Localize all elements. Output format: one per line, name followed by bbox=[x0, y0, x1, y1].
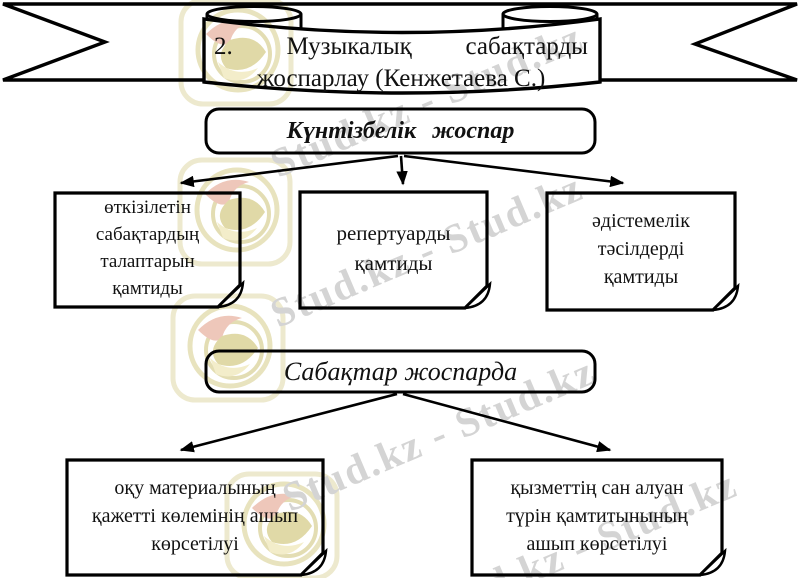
note-box-5 bbox=[470, 458, 727, 577]
banner-title-word2: сабақтарды bbox=[465, 33, 588, 60]
calendar-plan-heading: Күнтізбелік жоспар bbox=[286, 118, 515, 144]
note-1-text: өткізілетін сабақтардың талаптарын қамти… bbox=[95, 197, 200, 299]
banner-title-line1: 2. Музыкалық сабақтарды bbox=[214, 31, 588, 63]
banner-item-number: 2. bbox=[214, 33, 233, 60]
note-box-3 bbox=[545, 191, 740, 312]
arrow-to-note-5 bbox=[402, 392, 612, 453]
arrow-to-note-2 bbox=[396, 155, 408, 186]
banner-title-line2: жоспарлау (Кенжетаева С.) bbox=[256, 65, 546, 92]
banner-title-word1: Музыкалық bbox=[286, 33, 412, 60]
calendar-plan-heading-box bbox=[204, 107, 597, 155]
folded-corner-icon bbox=[696, 547, 727, 577]
note-4-text: оқу материалының қажетті көлемінің ашып … bbox=[91, 477, 299, 555]
arrow-to-note-4 bbox=[179, 392, 398, 453]
arrow-to-note-1 bbox=[179, 154, 399, 188]
arrow-to-note-3 bbox=[403, 154, 625, 188]
folded-corner-icon bbox=[709, 282, 740, 312]
note-box-2 bbox=[298, 190, 492, 310]
folded-corner-icon bbox=[461, 280, 492, 310]
note-3-text: әдістемелік тәсілдерді қамтиды bbox=[592, 210, 690, 288]
note-5-text: қызметтің сан алуан түрін қамтитынының а… bbox=[506, 477, 688, 555]
scroll-body bbox=[202, 17, 602, 95]
note-2-text: репертуарды қамтиды bbox=[336, 221, 451, 275]
lesson-plan-heading: Сабақтар жоспарда bbox=[283, 357, 518, 386]
